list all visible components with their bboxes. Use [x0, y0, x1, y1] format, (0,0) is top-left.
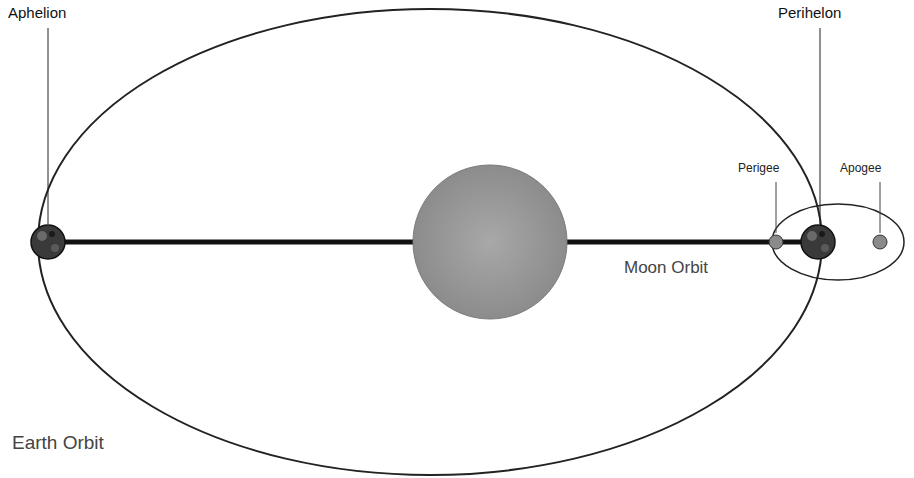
- sun: [413, 165, 567, 319]
- earth: [801, 225, 835, 259]
- apsis-label: Perigee: [738, 162, 779, 176]
- leader-line: [820, 28, 821, 224]
- earth-orbit: [38, 9, 822, 475]
- leader-line: [880, 182, 881, 233]
- orbit-label: Earth Orbit: [12, 432, 104, 454]
- apsis-label: Aphelion: [8, 4, 66, 21]
- leader-line: [48, 28, 49, 224]
- moon: [873, 235, 887, 249]
- earth: [31, 225, 65, 259]
- orbit-label: Moon Orbit: [624, 258, 708, 278]
- moon-orbit: [772, 204, 904, 280]
- apsis-label: Perihelon: [778, 4, 841, 21]
- leader-line: [776, 182, 777, 233]
- moon: [769, 235, 783, 249]
- apsis-label: Apogee: [840, 162, 881, 176]
